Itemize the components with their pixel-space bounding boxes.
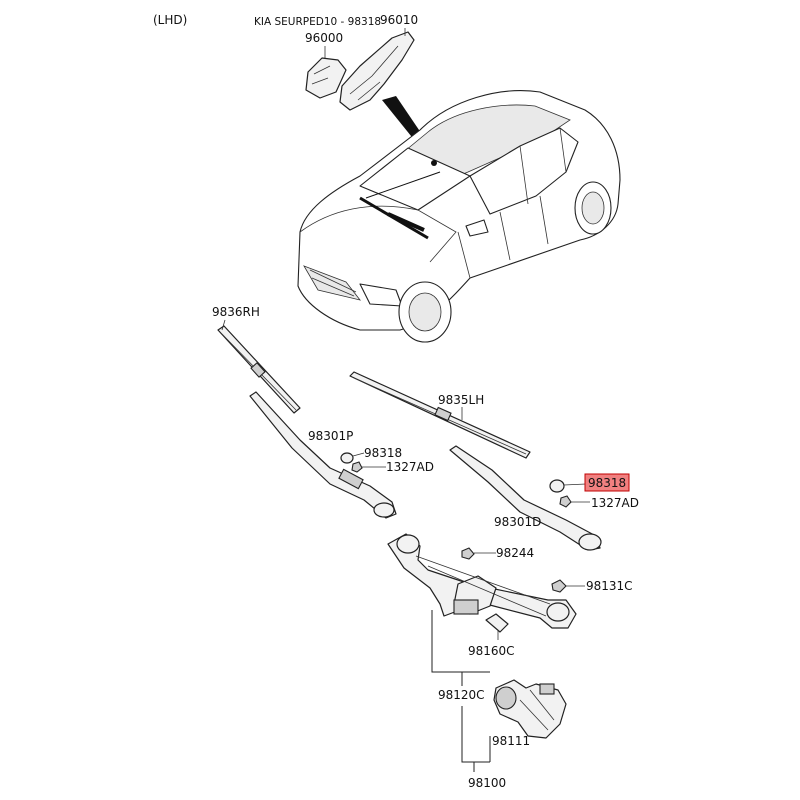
label-98111[interactable]: 98111: [492, 734, 530, 748]
nut-98244[interactable]: [461, 547, 475, 560]
label-98318-right[interactable]: 98318: [588, 476, 626, 490]
label-1327AD-right[interactable]: 1327AD: [591, 496, 639, 510]
label-9835LH[interactable]: 9835LH: [438, 393, 484, 407]
leader-98100-bracket: [461, 706, 490, 763]
nut-1327AD-left[interactable]: [351, 461, 363, 473]
nut-1327AD-right[interactable]: [559, 495, 572, 508]
bushing-98160C[interactable]: [485, 613, 509, 633]
cap-98318-right[interactable]: [549, 479, 565, 493]
label-1327AD-left[interactable]: 1327AD: [386, 460, 434, 474]
label-98160C[interactable]: 98160C: [468, 644, 515, 658]
label-98131C[interactable]: 98131C: [586, 579, 633, 593]
label-96010[interactable]: 96010: [380, 13, 418, 27]
wiper-blade-rh-9836RH[interactable]: [217, 325, 301, 414]
sensor-cover-96010[interactable]: [339, 31, 415, 111]
label-98301D[interactable]: 98301D: [494, 515, 541, 529]
variant-label: (LHD): [153, 13, 187, 27]
wiper-arm-98301P[interactable]: [249, 391, 397, 519]
wiper-linkage-98120C[interactable]: [387, 533, 577, 629]
wiper-motor-98111[interactable]: [493, 679, 567, 739]
leader-9836RH: [221, 319, 226, 331]
label-98100[interactable]: 98100: [468, 776, 506, 790]
label-98318-left[interactable]: 98318: [364, 446, 402, 460]
wiper-arm-98301D[interactable]: [449, 445, 602, 551]
car-illustration: [297, 90, 621, 343]
label-98120C[interactable]: 98120C: [438, 688, 485, 702]
wiper-blade-lh-9835LH[interactable]: [349, 371, 531, 459]
label-98301P[interactable]: 98301P: [308, 429, 353, 443]
rain-sensor-96000[interactable]: [305, 57, 347, 99]
bolt-98131C[interactable]: [551, 579, 567, 593]
label-98244[interactable]: 98244: [496, 546, 534, 560]
leader-98120C-bracket: [431, 610, 490, 673]
label-96000[interactable]: 96000: [305, 31, 343, 45]
cap-98318-left[interactable]: [340, 452, 354, 464]
model-line-label: KIA SEURPED10 - 98318: [254, 16, 381, 28]
highlight-98318-box[interactable]: [584, 473, 630, 492]
label-9836RH[interactable]: 9836RH: [212, 305, 260, 319]
